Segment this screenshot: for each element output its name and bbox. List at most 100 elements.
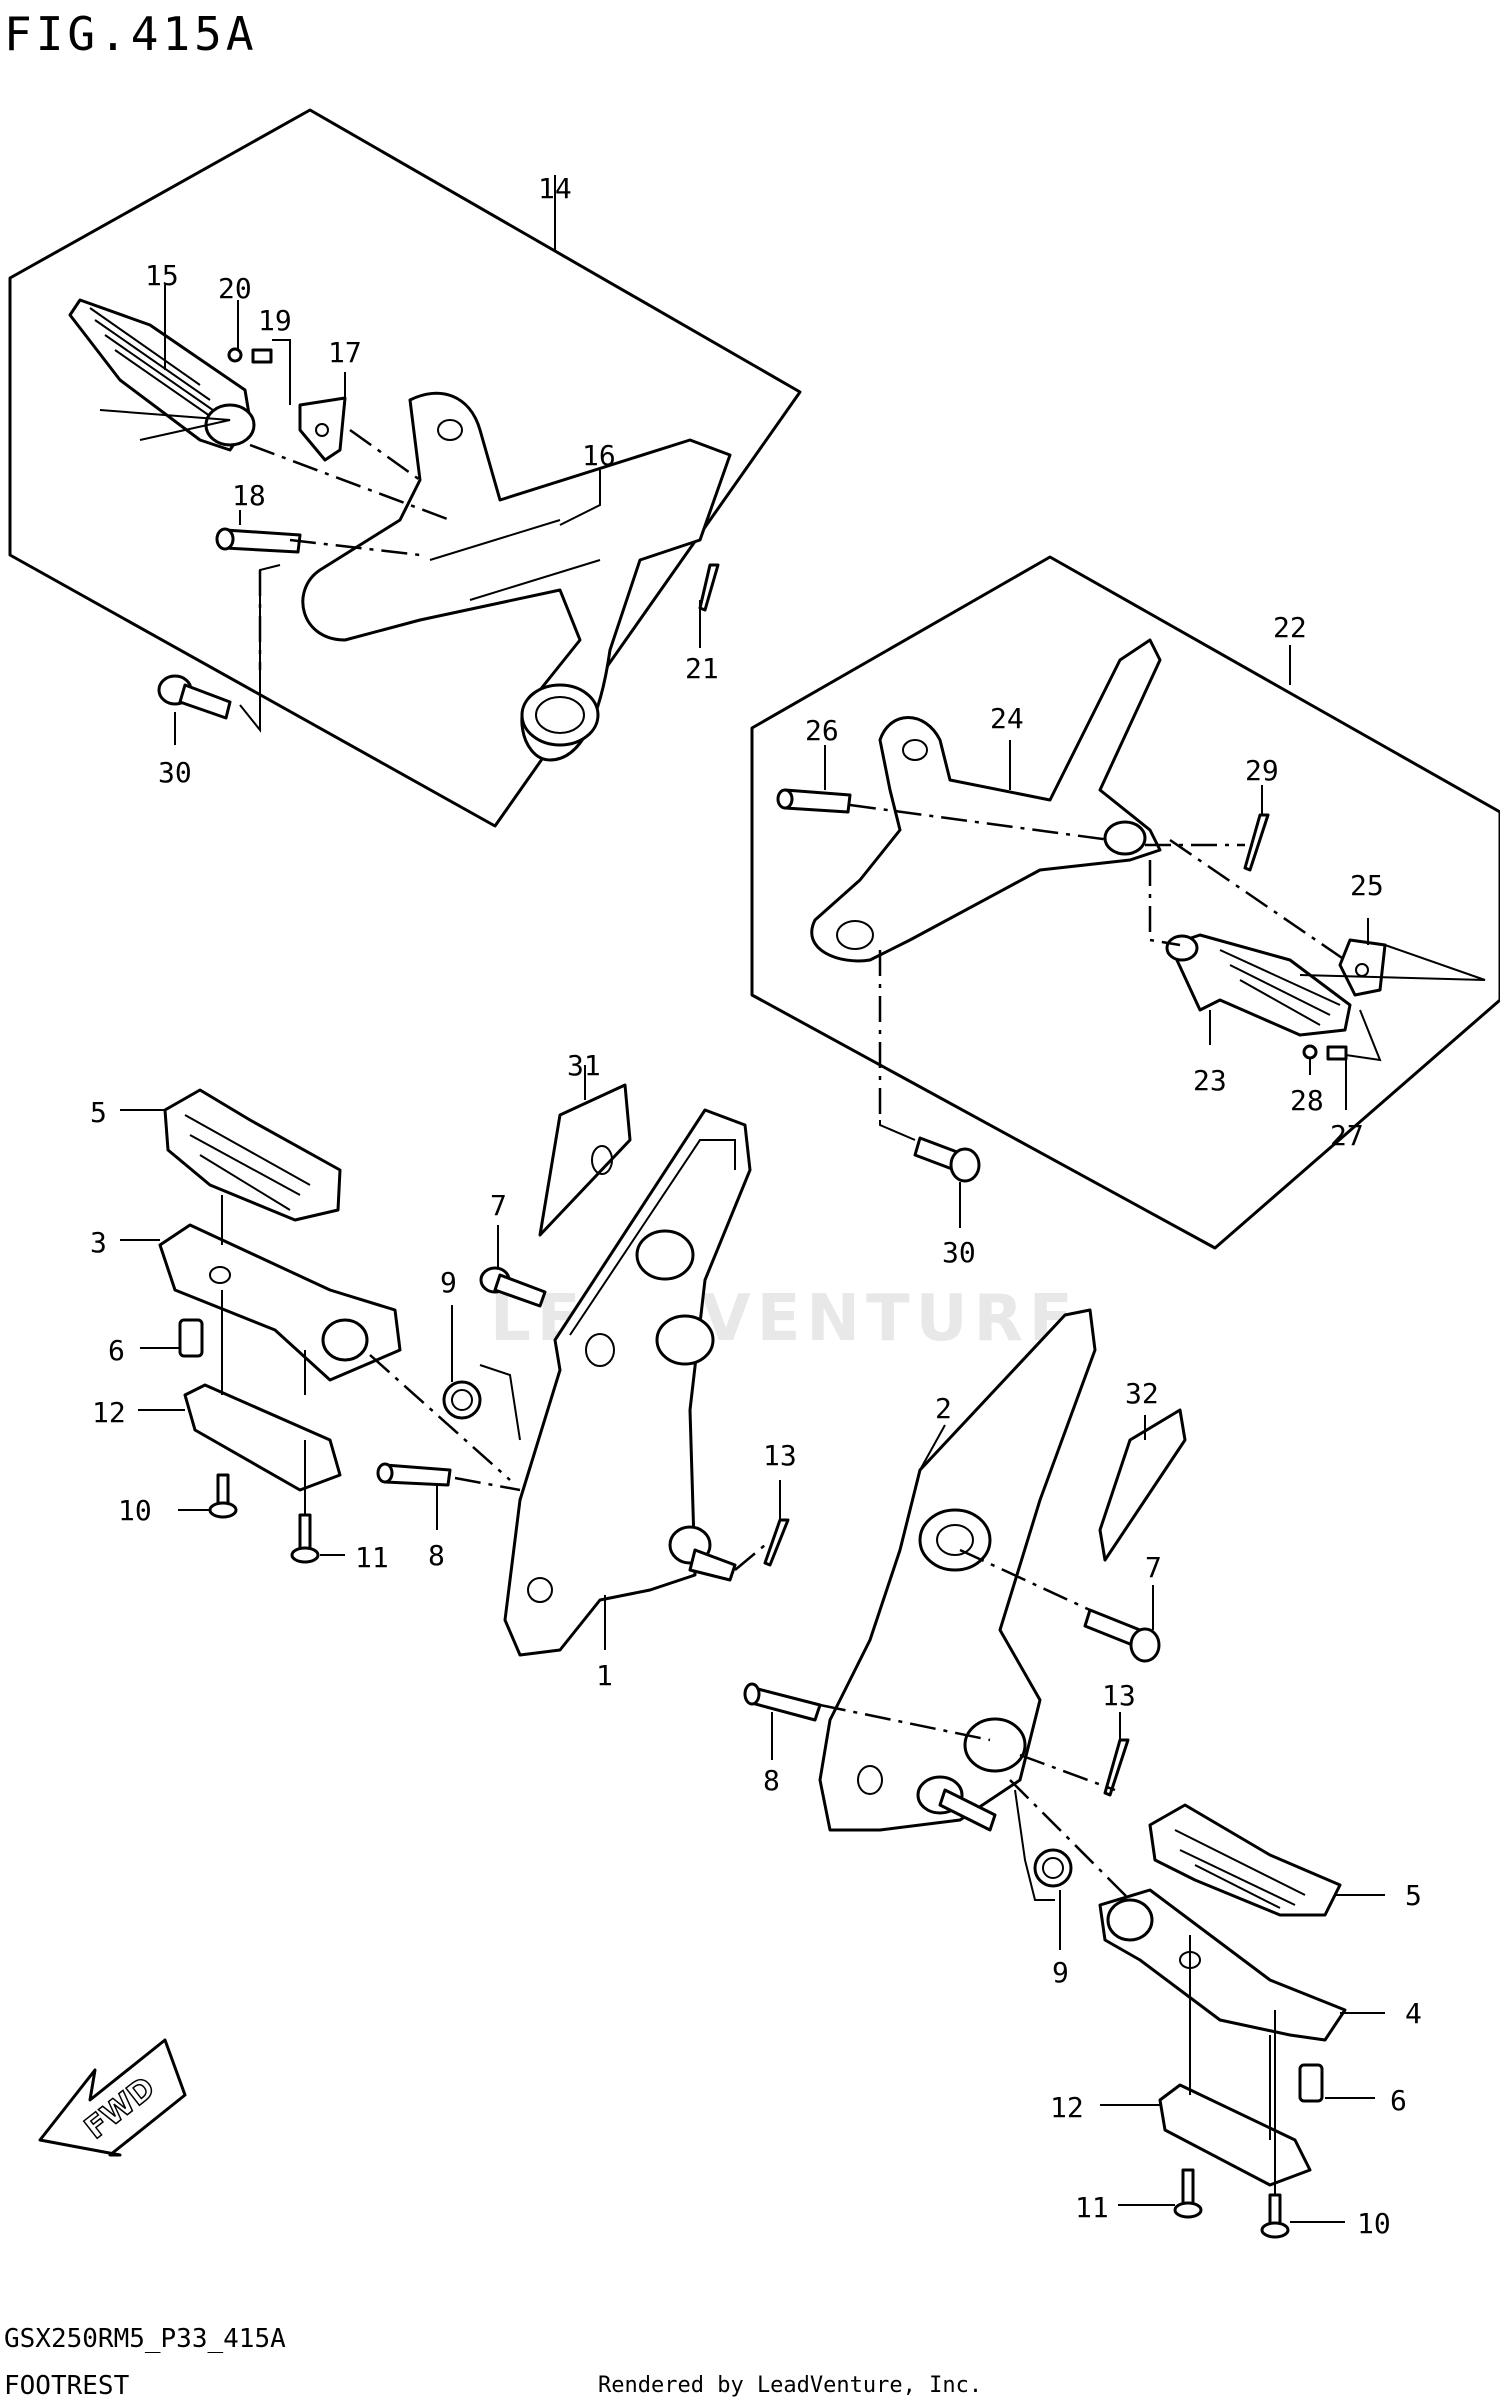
callout-7b: 7 <box>1145 1551 1162 1584</box>
callout-3: 3 <box>90 1226 107 1259</box>
plate-17-hole <box>315 423 329 437</box>
spring-9b-coil <box>1042 1857 1064 1879</box>
screw-11a-shank <box>298 1513 312 1552</box>
bracket-16-ribs <box>429 519 601 601</box>
callout-5a: 5 <box>90 1096 107 1129</box>
callout-16: 16 <box>582 439 616 472</box>
footpeg-15-teeth <box>89 307 231 431</box>
bolt-30b-head <box>949 1147 981 1183</box>
screw-11a-head <box>290 1546 320 1564</box>
guide-footrest-4 <box>1009 1779 1131 1901</box>
bracket-16 <box>301 391 732 762</box>
guide-23 <box>1148 860 1181 947</box>
bracket-1-boss-mid <box>655 1314 715 1366</box>
bracket-1-lower-hole <box>527 1577 553 1603</box>
bracket-16-boss <box>520 683 600 747</box>
callout-13a: 13 <box>763 1439 797 1472</box>
footrest-4 <box>1098 1888 1347 2042</box>
bracket-1-hole <box>585 1333 615 1367</box>
callout-10a: 10 <box>118 1494 152 1527</box>
bracket-16-upper-hole <box>437 419 463 441</box>
bracket-24-lower-hole <box>836 920 874 950</box>
bracket-2-pivot-pin <box>938 1788 997 1832</box>
guide-30b-end <box>879 1120 916 1141</box>
callout-27: 27 <box>1330 1119 1364 1152</box>
callout-22: 22 <box>1273 611 1307 644</box>
callout-29: 29 <box>1245 754 1279 787</box>
callout-31: 31 <box>567 1049 601 1082</box>
pin-18-head <box>215 527 235 551</box>
footpeg-23-pivot <box>1165 934 1199 962</box>
callout-10b: 10 <box>1357 2207 1391 2240</box>
bracket-16-hole <box>535 696 585 734</box>
rendered-by-credit: Rendered by LeadVenture, Inc. <box>598 2373 982 2398</box>
callout-12a: 12 <box>92 1396 126 1429</box>
callout-8b: 8 <box>763 1764 780 1797</box>
ball-20 <box>227 347 243 363</box>
pin-18 <box>223 528 302 554</box>
bolt-6a <box>178 1318 204 1358</box>
guard-31-hole <box>591 1145 613 1175</box>
footrest-3-hole <box>209 1266 231 1284</box>
callout-2: 2 <box>935 1392 952 1425</box>
callout-8a: 8 <box>428 1539 445 1572</box>
spring-9b <box>1033 1848 1073 1888</box>
bracket-24-upper-hole <box>902 739 928 761</box>
pin-8b-head <box>743 1682 761 1706</box>
cotter-pin-13b <box>1103 1738 1130 1797</box>
guide-17 <box>349 428 421 482</box>
cotter-pin-29 <box>1243 813 1270 872</box>
callout-23: 23 <box>1193 1064 1227 1097</box>
footrest-3-pivot <box>321 1318 369 1362</box>
guard-31 <box>538 1083 632 1237</box>
callout-15: 15 <box>145 259 179 292</box>
guide-8a <box>454 1476 521 1492</box>
rubber-5a <box>163 1088 342 1222</box>
callout-6b: 6 <box>1390 2084 1407 2117</box>
kit-box-22 <box>750 555 1500 1250</box>
guide-15 <box>249 443 451 522</box>
pin-26 <box>783 788 852 814</box>
callout-1: 1 <box>596 1659 613 1692</box>
rubber-5a-grooves <box>184 1114 311 1211</box>
leader-16 <box>559 470 601 526</box>
screw-10a-shank <box>216 1473 230 1507</box>
cotter-pin-21 <box>698 563 720 612</box>
callout-26: 26 <box>805 714 839 747</box>
bolt-7b-head <box>1129 1627 1161 1663</box>
pin-8a-head <box>376 1462 394 1484</box>
bracket-2-lower-hole <box>857 1765 883 1795</box>
footpeg-15-pivot <box>204 403 256 447</box>
bolt-6b <box>1298 2063 1324 2103</box>
pad-12a <box>183 1383 342 1492</box>
callout-25: 25 <box>1350 869 1384 902</box>
leader-19 <box>272 339 291 405</box>
callout-32: 32 <box>1125 1377 1159 1410</box>
bracket-1-boss-upper <box>635 1229 695 1281</box>
bracket-1-pivot-pin <box>688 1548 737 1582</box>
screw-10b-head <box>1260 2221 1290 2239</box>
leader-2 <box>919 1424 946 1471</box>
bolt-30a-shank <box>178 683 232 720</box>
callout-12b: 12 <box>1050 2091 1084 2124</box>
cotter-pin-13a <box>763 1518 790 1567</box>
guide-13a <box>734 1544 766 1571</box>
callout-20: 20 <box>218 272 252 305</box>
fwd-arrow-icon: FWD <box>38 2038 187 2157</box>
screw-10a-head <box>208 1501 238 1519</box>
bracket-2-upper-hole <box>936 1524 974 1556</box>
bracket-2-pivot-boss <box>963 1717 1027 1773</box>
bracket-24-boss <box>1103 820 1147 856</box>
callout-9b: 9 <box>1052 1956 1069 1989</box>
callout-9a: 9 <box>440 1266 457 1299</box>
callout-21: 21 <box>685 652 719 685</box>
callout-30a: 30 <box>158 756 192 789</box>
guide-13b <box>1019 1753 1116 1792</box>
footpeg-23 <box>1168 933 1352 1037</box>
callout-11a: 11 <box>355 1541 389 1574</box>
screw-10b-shank <box>1268 2193 1282 2227</box>
rubber-5b-grooves <box>1174 1829 1306 1909</box>
bracket-24 <box>810 638 1162 963</box>
callout-7a: 7 <box>490 1189 507 1222</box>
